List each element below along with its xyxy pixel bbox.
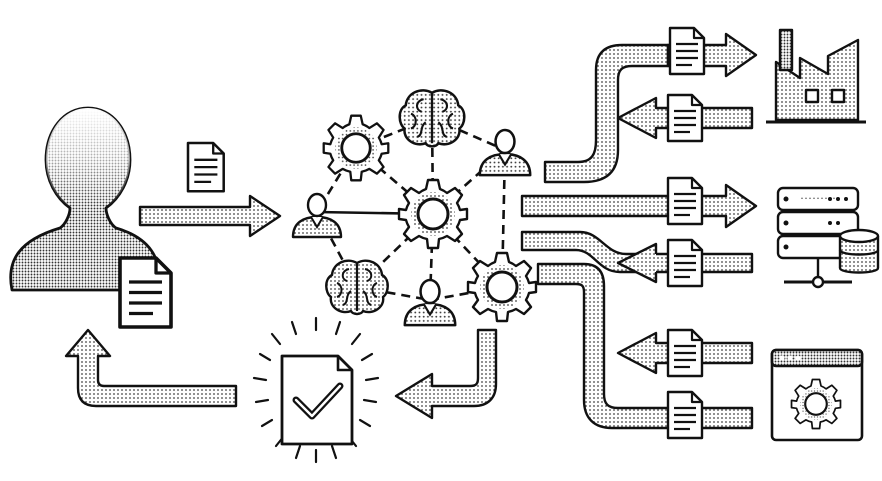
pipe-server-outbound <box>520 183 758 229</box>
pipe-app <box>536 262 754 430</box>
app-outbound-document-icon <box>666 390 704 440</box>
edge <box>431 116 506 152</box>
edge <box>356 285 431 302</box>
approved-document-icon <box>252 316 380 464</box>
input-arrow <box>138 194 282 238</box>
user-silhouette-icon <box>9 106 162 292</box>
gear-bottom-right-icon <box>466 251 538 323</box>
server-stack-icon <box>776 186 860 289</box>
return-arrow <box>64 328 238 408</box>
person-bottom-icon <box>403 278 457 327</box>
person-top-right-icon <box>478 128 532 177</box>
input-document-icon <box>186 141 225 193</box>
gear-center-icon <box>397 178 469 250</box>
output-arrow <box>394 328 498 420</box>
brain-top-icon <box>398 89 466 148</box>
app-inbound-document-icon <box>666 328 704 378</box>
factory-outbound-document-icon <box>668 26 706 76</box>
factory-inbound-document-icon <box>666 93 704 143</box>
user-document-icon <box>118 256 173 329</box>
gear-top-left-icon <box>322 114 390 182</box>
brain-bottom-left-icon <box>325 259 389 316</box>
database-icon <box>838 228 880 274</box>
window-gear-icon <box>790 378 842 430</box>
person-left-icon <box>291 192 343 239</box>
factory-icon <box>766 28 866 124</box>
server-inbound-document-icon <box>666 238 704 288</box>
server-outbound-document-icon <box>666 176 704 226</box>
